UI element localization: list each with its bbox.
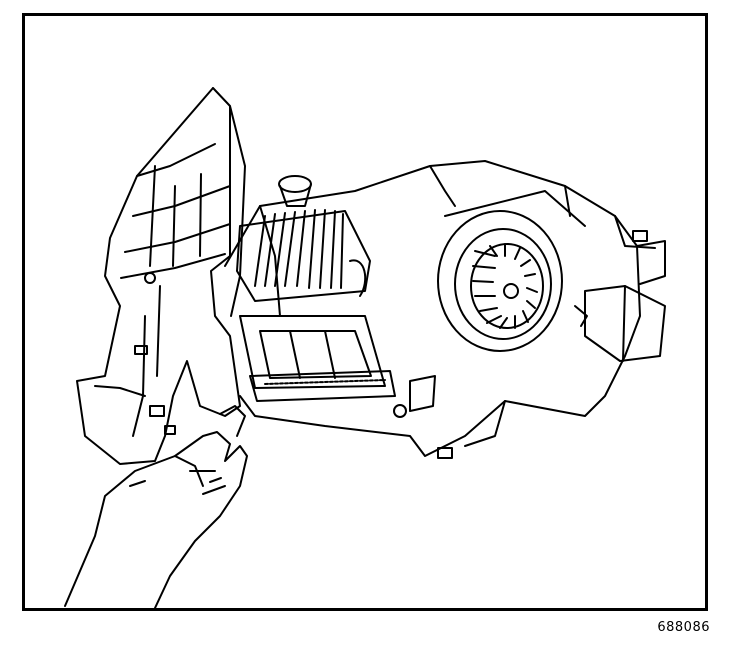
filter-frame [239,315,396,402]
case-body [224,160,666,459]
technical-illustration [64,87,666,608]
figure-frame [22,13,708,611]
figure-reference-number: 688086 [657,620,710,635]
blower-resistor [574,285,666,362]
technician-hand [64,405,248,608]
heater-core [236,175,371,302]
blower-motor [437,190,586,352]
case-section-left [76,87,246,465]
